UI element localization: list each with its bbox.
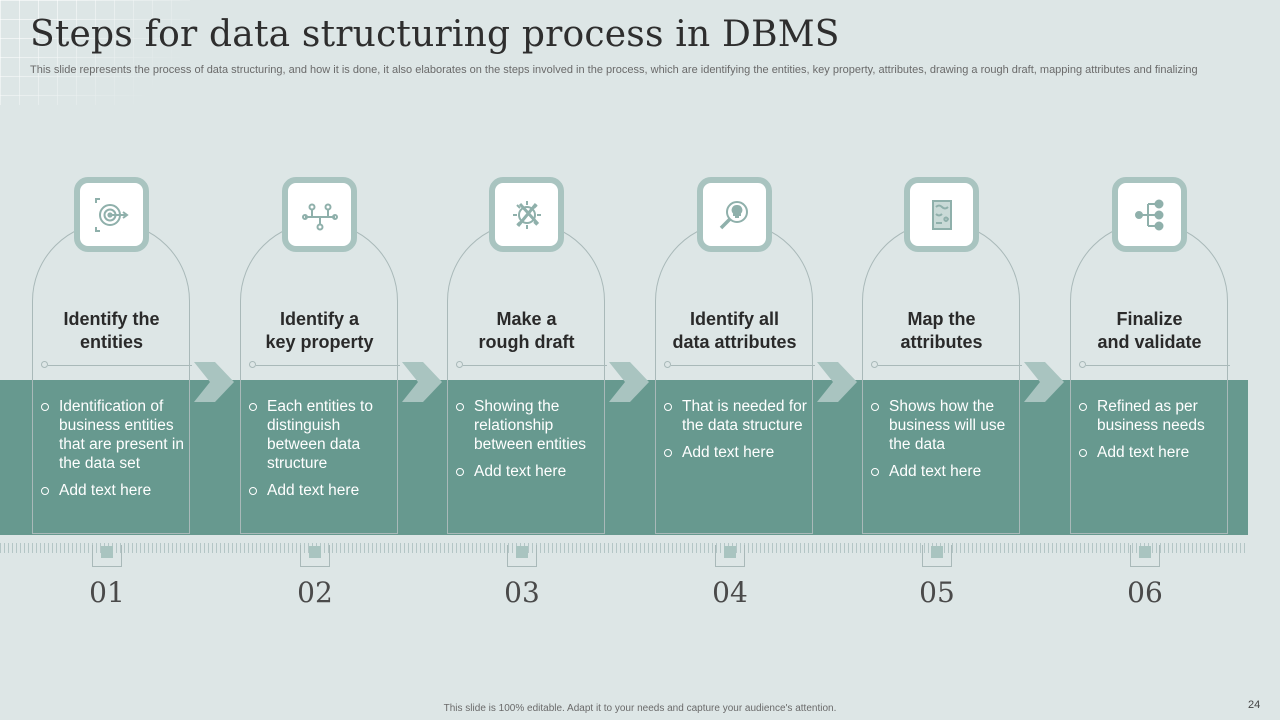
chevron-right-icon [609, 362, 649, 402]
slide-subtitle: This slide represents the process of dat… [30, 64, 1198, 76]
step-icon-tile [74, 177, 149, 252]
step-title-line1: Finalize [1116, 309, 1183, 329]
bullet-item: Add text here [40, 481, 185, 500]
hierarchy-icon [1134, 199, 1163, 230]
step-icon-tile [489, 177, 564, 252]
chevron-right-icon [1024, 362, 1064, 402]
bullet-item: Showing the relationship between entitie… [455, 397, 600, 454]
bullet-item: Shows how the business will use the data [870, 397, 1015, 454]
step-bullets: Identification of business entities that… [40, 397, 185, 508]
step-icon-tile [282, 177, 357, 252]
step-divider-dot [456, 361, 463, 368]
timeline-marker [715, 545, 745, 567]
step-title: Identify a key property [242, 308, 397, 354]
step-title-line2: data attributes [672, 332, 797, 352]
step-divider-dot [41, 361, 48, 368]
chevron-right-icon [194, 362, 234, 402]
step-divider [48, 365, 192, 366]
step-number: 02 [297, 576, 333, 609]
timeline-marker [507, 545, 537, 567]
slide-title: Steps for data structuring process in DB… [30, 14, 840, 55]
bullet-item: Add text here [248, 481, 393, 500]
bullet-item: Refined as per business needs [1078, 397, 1223, 435]
network-nodes-icon [301, 203, 338, 230]
document-map-icon [931, 199, 952, 230]
step-title-line1: Identify a [279, 309, 359, 329]
bullet-item: That is needed for the data structure [663, 397, 808, 435]
magnifier-bulb-icon [719, 200, 748, 229]
step-divider [878, 365, 1022, 366]
step-number: 03 [504, 576, 540, 609]
step-title: Finalize and validate [1072, 308, 1227, 354]
step-bullets: Showing the relationship between entitie… [455, 397, 600, 489]
step-bullets: That is needed for the data structure Ad… [663, 397, 808, 470]
chevron-right-icon [817, 362, 857, 402]
target-icon [94, 197, 129, 232]
bullet-item: Identification of business entities that… [40, 397, 185, 473]
step-divider [671, 365, 815, 366]
step-icon-tile [1112, 177, 1187, 252]
step-02: Identify a key property Each entities to… [208, 0, 408, 620]
timeline-marker [922, 545, 952, 567]
step-title: Map the attributes [864, 308, 1019, 354]
step-03: Make a rough draft Showing the relations… [415, 0, 615, 620]
step-title-line1: Identify all [689, 309, 779, 329]
timeline-ruler [0, 543, 1248, 553]
step-06: Finalize and validate Refined as per bus… [1038, 0, 1238, 620]
step-title: Make a rough draft [449, 308, 604, 354]
page-number: 24 [1248, 699, 1261, 711]
bullet-item: Add text here [663, 443, 808, 462]
step-arch [655, 222, 813, 534]
step-number: 01 [89, 576, 125, 609]
step-divider [1086, 365, 1230, 366]
step-title: Identify the entities [34, 308, 189, 354]
step-01: Identify the entities Identification of … [0, 0, 200, 620]
step-divider [463, 365, 607, 366]
step-number: 04 [712, 576, 748, 609]
step-arch [1070, 222, 1228, 534]
steps-band [0, 380, 1248, 535]
step-divider-dot [871, 361, 878, 368]
timeline-marker [300, 545, 330, 567]
step-divider-dot [1079, 361, 1086, 368]
step-bullets: Refined as per business needs Add text h… [1078, 397, 1223, 470]
step-number: 06 [1127, 576, 1163, 609]
step-icon-tile [697, 177, 772, 252]
step-05: Map the attributes Shows how the busines… [830, 0, 1030, 620]
bullet-item: Add text here [1078, 443, 1223, 462]
step-title-line1: Identify the [63, 309, 160, 329]
step-title-line2: attributes [900, 332, 983, 352]
bullet-item: Add text here [455, 462, 600, 481]
slide-footer: This slide is 100% editable. Adapt it to… [443, 703, 837, 714]
step-title-line2: key property [265, 332, 374, 352]
step-divider-dot [664, 361, 671, 368]
step-title-line2: rough draft [478, 332, 575, 352]
step-title-line1: Make a [496, 309, 557, 329]
step-04: Identify all data attributes That is nee… [623, 0, 823, 620]
step-title: Identify all data attributes [657, 308, 812, 354]
corner-grid-decoration [0, 0, 190, 105]
step-divider-dot [249, 361, 256, 368]
step-number: 05 [919, 576, 955, 609]
step-bullets: Each entities to distinguish between dat… [248, 397, 393, 508]
tools-gear-icon [512, 200, 541, 229]
step-title-line1: Map the [907, 309, 976, 329]
step-title-line2: entities [79, 332, 144, 352]
bullet-item: Add text here [870, 462, 1015, 481]
timeline-marker [1130, 545, 1160, 567]
chevron-right-icon [402, 362, 442, 402]
step-divider [256, 365, 400, 366]
timeline-marker [92, 545, 122, 567]
step-title-line2: and validate [1097, 332, 1202, 352]
step-icon-tile [904, 177, 979, 252]
bullet-item: Each entities to distinguish between dat… [248, 397, 393, 473]
step-bullets: Shows how the business will use the data… [870, 397, 1015, 489]
